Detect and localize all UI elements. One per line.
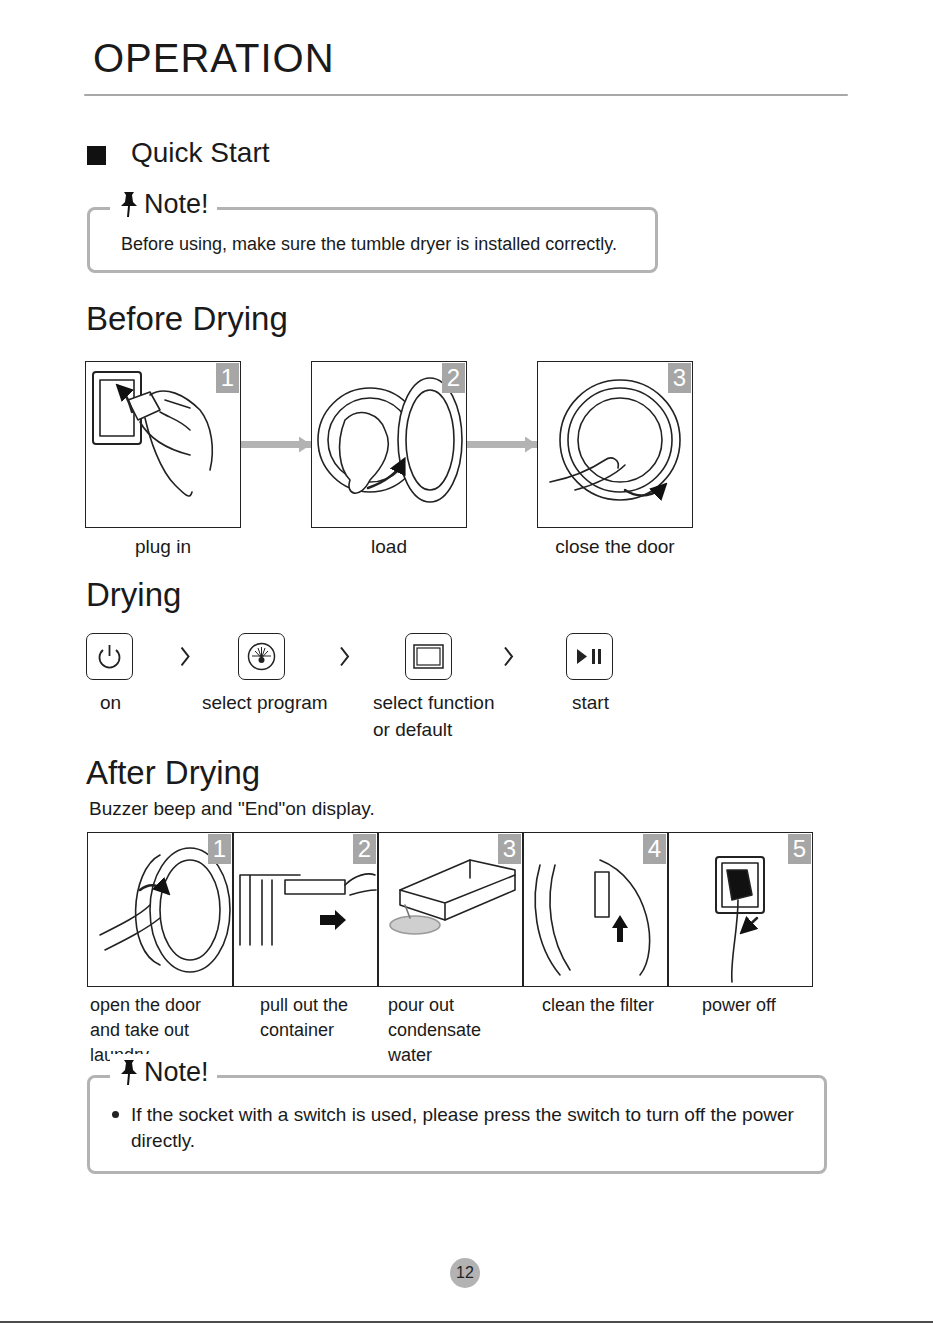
step-caption: pull out the container xyxy=(260,993,378,1043)
step-panel: 2 pull out the container xyxy=(233,832,378,1043)
step-caption: load xyxy=(311,534,467,561)
button-caption: start xyxy=(572,690,632,717)
step-number: 1 xyxy=(216,363,239,393)
panel-frame: 2 xyxy=(233,832,378,987)
panel-frame: 1 xyxy=(87,832,233,987)
button-caption: select program xyxy=(202,690,352,717)
status-text: Buzzer beep and "End"on display. xyxy=(89,798,375,820)
load-illustration xyxy=(318,378,462,502)
button-frame xyxy=(238,633,285,680)
note-heading: Note! xyxy=(110,1054,217,1090)
open-door-illustration xyxy=(100,848,230,972)
step-number: 2 xyxy=(442,363,465,393)
step-caption: power off xyxy=(702,993,813,1018)
step-panel: 3 close the door xyxy=(537,361,693,561)
panel-frame: 3 xyxy=(537,361,693,528)
step-chevron xyxy=(452,656,566,657)
note-heading: Note! xyxy=(110,186,217,222)
button-frame xyxy=(566,633,613,680)
note-box: Note!Before using, make sure the tumble … xyxy=(87,207,658,273)
step-panel: 1open the door and take out laundry xyxy=(87,832,233,1069)
container-illustration xyxy=(240,874,376,945)
control-button: start xyxy=(566,633,613,717)
step-number: 3 xyxy=(668,363,691,393)
note-text: If the socket with a switch is used, ple… xyxy=(131,1102,804,1153)
step-number: 4 xyxy=(643,834,666,864)
note-title: Note! xyxy=(144,1054,209,1090)
panel-frame: 4 xyxy=(523,832,668,987)
step-number: 3 xyxy=(498,834,521,864)
step-caption: pour out condensate water xyxy=(388,993,528,1069)
button-caption: on xyxy=(100,690,160,717)
button-caption: select function or default xyxy=(373,690,513,743)
step-number: 5 xyxy=(788,834,811,864)
step-chevron xyxy=(133,656,238,657)
pushpin-icon xyxy=(118,190,140,218)
section-bullet xyxy=(87,146,106,165)
flow-arrow xyxy=(241,441,311,448)
page-title: OPERATION xyxy=(93,36,335,81)
note-title: Note! xyxy=(144,186,209,222)
section-heading: Before Drying xyxy=(86,300,288,338)
note-text: Before using, make sure the tumble dryer… xyxy=(121,232,639,256)
section-heading: After Drying xyxy=(86,754,260,792)
filter-illustration xyxy=(535,860,649,975)
control-button: select program xyxy=(238,633,285,717)
section-heading: Drying xyxy=(86,576,181,614)
panel-frame: 5 xyxy=(668,832,813,987)
control-button: on xyxy=(86,633,133,717)
step-caption: close the door xyxy=(537,534,693,561)
control-button: select function or default xyxy=(405,633,452,743)
button-frame xyxy=(405,633,452,680)
unplug-illustration xyxy=(716,857,764,982)
step-panel: 4 clean the filter xyxy=(523,832,668,1018)
step-caption: plug in xyxy=(85,534,241,561)
page-edge xyxy=(0,1321,933,1323)
button-icon xyxy=(566,633,613,680)
step-panel: 2 load xyxy=(311,361,467,561)
panel-frame: 1 xyxy=(85,361,241,528)
button-icon xyxy=(86,633,133,680)
step-panel: 3pour out condensate water xyxy=(378,832,523,1069)
close-door-illustration xyxy=(550,380,680,500)
page-number: 12 xyxy=(450,1258,480,1288)
pushpin-icon xyxy=(118,1058,140,1086)
step-number: 2 xyxy=(353,834,376,864)
plug-in-illustration xyxy=(93,372,212,496)
button-icon xyxy=(405,633,452,680)
flow-arrow xyxy=(467,441,537,448)
panel-frame: 3 xyxy=(378,832,523,987)
step-panel: 5 power off xyxy=(668,832,813,1018)
note-box: Note!If the socket with a switch is used… xyxy=(87,1075,827,1174)
header-rule xyxy=(85,94,847,96)
section-heading: Quick Start xyxy=(131,137,269,169)
step-panel: 1 plug in xyxy=(85,361,241,561)
panel-frame: 2 xyxy=(311,361,467,528)
list-bullet xyxy=(112,1111,119,1118)
step-chevron xyxy=(285,656,405,657)
button-frame xyxy=(86,633,133,680)
step-number: 1 xyxy=(208,834,231,864)
step-caption: clean the filter xyxy=(542,993,668,1018)
pour-water-illustration xyxy=(390,860,515,934)
button-icon xyxy=(238,633,285,680)
